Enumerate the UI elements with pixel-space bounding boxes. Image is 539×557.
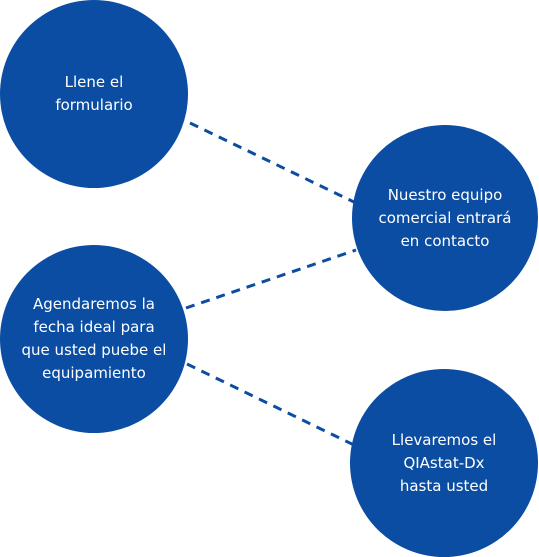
- connector-schedule-demo-to-deliver-device: [186, 362, 357, 448]
- step-schedule-demo-label: Agendaremos la fecha ideal para que uste…: [21, 295, 167, 382]
- connector-schedule-demo-to-sales-contact: [185, 248, 357, 310]
- step-schedule-demo: Agendaremos la fecha ideal para que uste…: [0, 245, 188, 433]
- connector-fill-form-to-sales-contact: [189, 121, 357, 205]
- step-fill-form: Llene el formulario: [0, 0, 188, 188]
- step-sales-contact-label: Nuestro equipo comercial entrará en cont…: [378, 185, 512, 250]
- step-deliver-device-label: Llevaremos el QIAstat-Dx hasta usted: [391, 430, 497, 495]
- step-sales-contact: Nuestro equipo comercial entrará en cont…: [352, 125, 538, 311]
- step-fill-form-label: Llene el formulario: [55, 73, 133, 114]
- step-deliver-device: Llevaremos el QIAstat-Dx hasta usted: [350, 369, 538, 557]
